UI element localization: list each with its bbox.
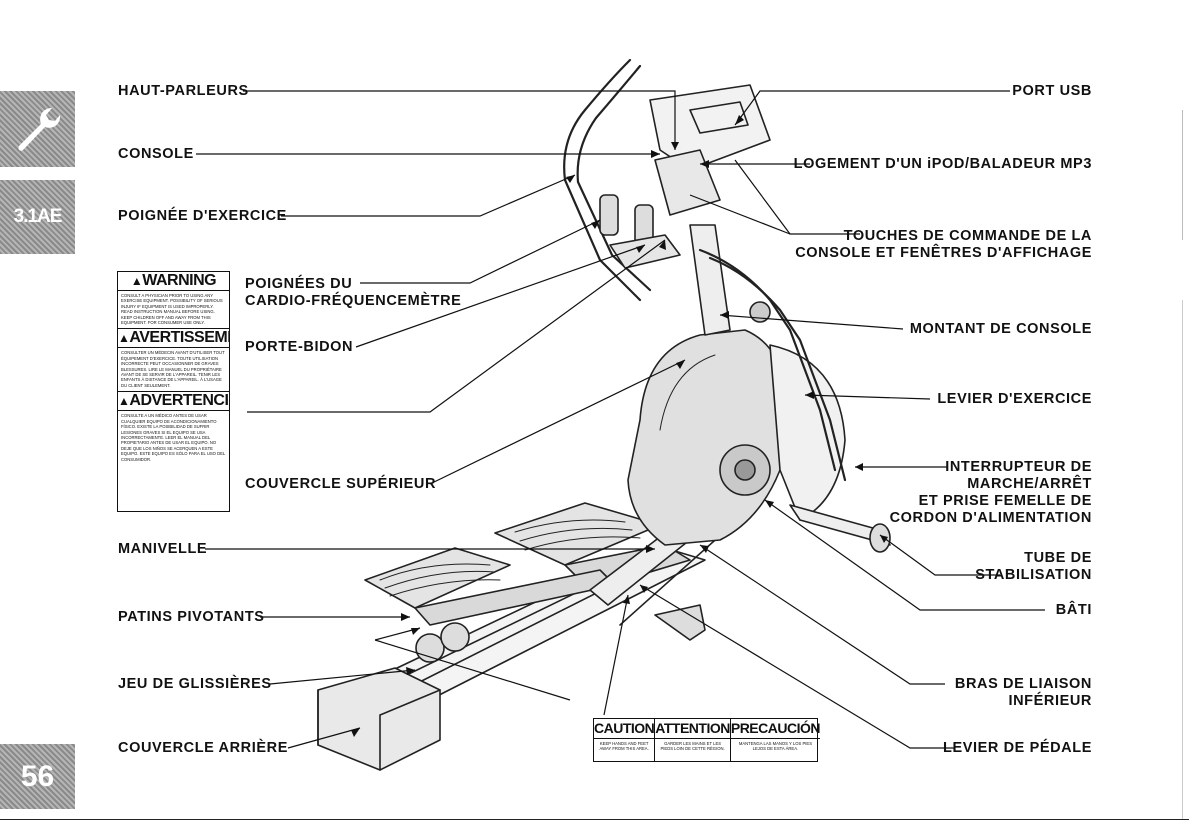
section-code-tab: 3.1AE: [0, 180, 75, 254]
avertissement-text: Consulter un médecin avant d'utiliser to…: [121, 350, 225, 388]
label-levier-exercice: LEVIER D'EXERCICE: [937, 391, 1092, 407]
warning-section-fr: ▲AVERTISSEMENT Consulter un médecin avan…: [118, 329, 229, 393]
label-touches-line2: CONSOLE ET FENÊTRES D'AFFICHAGE: [795, 245, 1092, 261]
label-haut-parleurs: HAUT-PARLEURS: [118, 83, 249, 99]
edge-rule: [1182, 110, 1183, 240]
warning-title: WARNING: [142, 272, 217, 289]
label-interrupteur-line4: CORDON D'ALIMENTATION: [889, 510, 1092, 526]
attention-title: ATTENTION: [655, 719, 730, 739]
edge-rule-lower: [1182, 300, 1183, 820]
label-interrupteur-line1: INTERRUPTEUR DE: [945, 459, 1092, 475]
wrench-tab: [0, 91, 75, 167]
attention-text: Garder les mains et les pieds loin de ce…: [660, 741, 725, 752]
label-tube-stabilisation: TUBE DE STABILISATION: [975, 550, 1092, 584]
label-console: CONSOLE: [118, 146, 194, 162]
warning-triangle-icon: ▲: [118, 331, 130, 346]
page-number-tab: 56: [0, 744, 75, 809]
label-poignees-cardio-line2: CARDIO-FRÉQUENCEMÈTRE: [245, 293, 462, 309]
label-patins-pivotants: PATINS PIVOTANTS: [118, 609, 265, 625]
label-manivelle: MANIVELLE: [118, 541, 208, 557]
warning-section-en: ▲WARNING Consult a physician prior to us…: [118, 272, 229, 330]
avertissement-title: AVERTISSEMENT: [129, 329, 229, 347]
label-interrupteur-line3: ET PRISE FEMELLE DE: [918, 493, 1092, 509]
label-port-usb: PORT USB: [1012, 83, 1092, 99]
label-bati: BÂTI: [1055, 602, 1092, 618]
warning-triangle-icon: ▲: [130, 274, 143, 288]
label-tube-line1: TUBE DE: [1024, 550, 1092, 566]
page-number: 56: [20, 759, 55, 793]
label-montant-console: MONTANT DE CONSOLE: [909, 321, 1092, 337]
caution-cell-en: CAUTION Keep hands and feet away from th…: [594, 719, 656, 761]
label-tube-line2: STABILISATION: [975, 567, 1092, 583]
label-touches-line1: TOUCHES DE COMMANDE DE LA: [843, 228, 1092, 244]
label-touches-commande: TOUCHES DE COMMANDE DE LA CONSOLE ET FEN…: [795, 228, 1092, 262]
label-jeu-de-glissieres: JEU DE GLISSIÈRES: [118, 676, 272, 692]
label-poignees-cardio: POIGNÉES DU CARDIO-FRÉQUENCEMÈTRE: [245, 276, 461, 310]
leader-lines: [196, 90, 1045, 749]
elliptical-machine-drawing: [317, 58, 891, 771]
leader-arrowheads: [351, 115, 888, 737]
label-logement-ipod: LOGEMENT D'UN iPOD/BALADEUR MP3: [793, 156, 1092, 172]
caution-label: CAUTION Keep hands and feet away from th…: [593, 718, 820, 762]
wrench-icon: [17, 108, 60, 151]
warning-triangle-icon: ▲: [118, 394, 130, 409]
caution-title: CAUTION: [594, 719, 655, 739]
caution-text: Keep hands and feet away from this area.: [599, 741, 649, 752]
label-couvercle-superieur: COUVERCLE SUPÉRIEUR: [245, 476, 437, 492]
label-bras-line1: BRAS DE LIAISON: [954, 676, 1092, 692]
advertencia-title: ADVERTENCIA: [129, 392, 229, 410]
bottom-rule: [0, 819, 1189, 820]
label-couvercle-arriere: COUVERCLE ARRIÈRE: [118, 740, 288, 756]
caution-cell-fr: ATTENTION Garder les mains et les pieds …: [655, 719, 731, 761]
caution-cell-es: PRECAUCIÓN Mantenga las manos y los pies…: [730, 719, 820, 761]
label-interrupteur: INTERRUPTEUR DE MARCHE/ARRÊT ET PRISE FE…: [890, 459, 1092, 527]
label-levier-pedale: LEVIER DE PÉDALE: [943, 740, 1092, 756]
warning-text: Consult a physician prior to using any e…: [121, 293, 223, 326]
label-bras-line2: INFÉRIEUR: [1008, 693, 1092, 709]
precaucion-text: Mantenga las manos y los pies lejos de e…: [738, 741, 812, 752]
advertencia-text: Consulte a un médico antes de usar cualq…: [121, 413, 226, 462]
warning-label: ▲WARNING Consult a physician prior to us…: [117, 271, 230, 512]
label-poignees-cardio-line1: POIGNÉES DU: [245, 276, 353, 292]
section-code: 3.1AE: [13, 206, 63, 227]
precaucion-title: PRECAUCIÓN: [730, 719, 820, 739]
label-poignee-exercice: POIGNÉE D'EXERCICE: [118, 208, 287, 224]
label-porte-bidon: PORTE-BIDON: [245, 339, 354, 355]
warning-section-es: ▲ADVERTENCIA Consulte a un médico antes …: [118, 392, 229, 465]
label-interrupteur-line2: MARCHE/ARRÊT: [967, 476, 1092, 492]
label-bras-de-liaison: BRAS DE LIAISON INFÉRIEUR: [955, 676, 1092, 710]
